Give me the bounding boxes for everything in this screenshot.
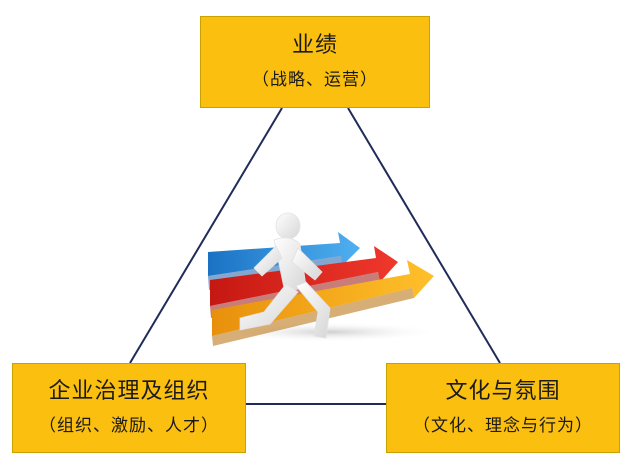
node-performance-subtitle: （战略、运营）	[252, 70, 378, 90]
node-performance-title: 业绩	[291, 33, 338, 58]
runner-with-arrows-icon	[208, 212, 440, 346]
node-culture-subtitle: （文化、理念与行为）	[413, 416, 593, 436]
node-performance: 业绩 （战略、运营）	[200, 16, 430, 108]
running-figure-icon	[239, 212, 331, 339]
node-governance-title: 企业治理及组织	[48, 379, 210, 404]
edge-top-right	[347, 107, 501, 364]
node-culture-title: 文化与氛围	[445, 379, 561, 404]
edge-top-left	[129, 107, 283, 364]
node-culture-atmosphere: 文化与氛围 （文化、理念与行为）	[386, 363, 620, 453]
node-governance-subtitle: （组织、激励、人才）	[39, 416, 219, 436]
node-governance-organization: 企业治理及组织 （组织、激励、人才）	[12, 363, 246, 453]
